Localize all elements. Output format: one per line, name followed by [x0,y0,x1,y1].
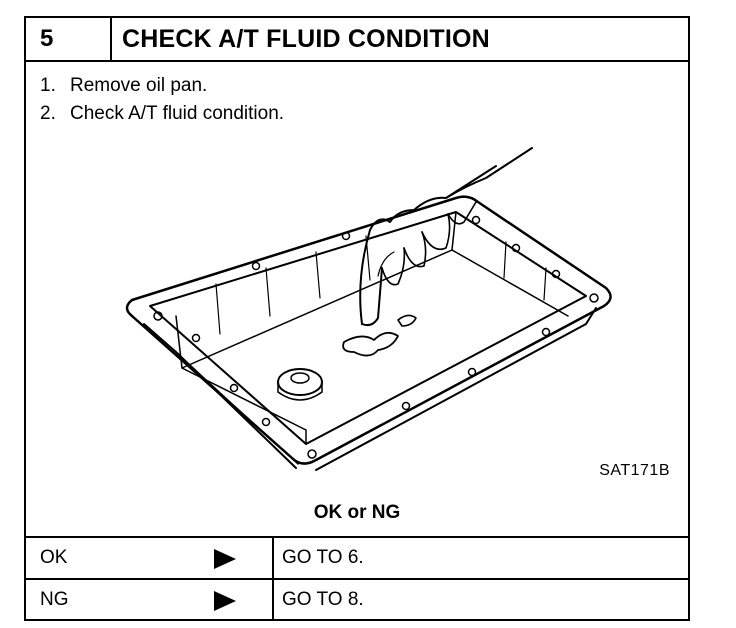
step-title: CHECK A/T FLUID CONDITION [122,25,490,53]
result-label: OK [40,547,68,568]
figure-code: SAT171B [599,462,670,479]
instruction-item: 1. Remove oil pan. [40,72,284,100]
instruction-text: Check A/T fluid condition. [70,103,285,124]
step-number: 5 [26,18,112,60]
instruction-number: 2. [40,103,56,124]
check-question: OK or NG [313,502,401,523]
result-row-ng: NG GO TO 8. [26,578,688,620]
result-action: GO TO 6. [282,547,364,568]
result-row-ok: OK GO TO 6. [26,536,688,578]
arrow-right-icon [214,549,236,569]
step-header: 5 CHECK A/T FLUID CONDITION [26,18,688,62]
column-divider [272,580,274,620]
arrow-right-icon [214,591,236,611]
instruction-text: Remove oil pan. [70,75,208,96]
result-label: NG [40,589,69,610]
column-divider [272,538,274,578]
result-action: GO TO 8. [282,589,364,610]
diagnostic-step-card: 5 CHECK A/T FLUID CONDITION 1. Remove oil… [24,16,690,621]
instruction-number: 1. [40,75,56,96]
oil-pan-illustration [125,147,612,471]
instruction-list: 1. Remove oil pan. 2. Check A/T fluid cond… [40,72,284,128]
instruction-item: 2. Check A/T fluid condition. [40,100,284,128]
